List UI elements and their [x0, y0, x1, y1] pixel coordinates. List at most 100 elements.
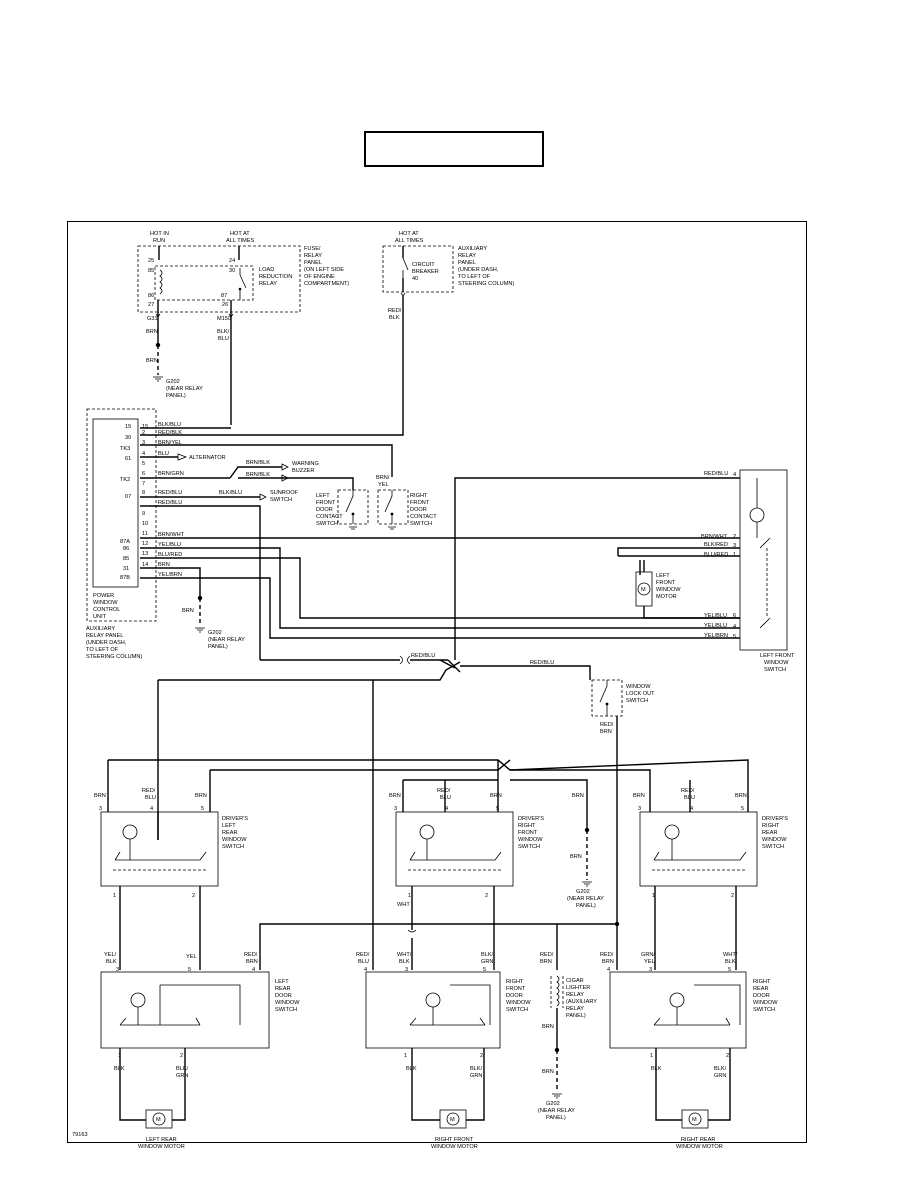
left-front-door-contact-switch: LEFT FRONT DOOR CONTACT SWITCH [316, 489, 369, 530]
svg-text:RED/: RED/ [142, 788, 156, 794]
svg-text:BLK: BLK [106, 959, 117, 965]
svg-text:3: 3 [405, 967, 408, 973]
svg-text:M: M [450, 1117, 455, 1123]
svg-text:WINDOW: WINDOW [222, 837, 247, 843]
svg-text:(NEAR RELAY: (NEAR RELAY [538, 1108, 575, 1114]
svg-text:5: 5 [201, 806, 204, 812]
svg-text:SWITCH: SWITCH [506, 1007, 528, 1013]
svg-text:RIGHT: RIGHT [518, 823, 536, 829]
svg-text:RELAY: RELAY [259, 281, 277, 287]
svg-text:BUZZER: BUZZER [292, 468, 314, 474]
svg-text:BLU: BLU [158, 451, 169, 457]
svg-text:2: 2 [485, 893, 488, 899]
svg-text:4: 4 [733, 472, 736, 478]
svg-text:FRONT: FRONT [656, 580, 676, 586]
svg-text:3: 3 [99, 806, 102, 812]
svg-text:RIGHT: RIGHT [762, 823, 780, 829]
svg-text:2: 2 [192, 893, 195, 899]
svg-text:CIGAR: CIGAR [566, 978, 584, 984]
svg-text:(AUXILIARY: (AUXILIARY [566, 999, 597, 1005]
fuse-relay-panel: HOT IN RUN HOT AT ALL TIMES FUSE/ RELAY … [137, 231, 349, 425]
svg-text:GRN: GRN [470, 1073, 482, 1079]
svg-text:WINDOW: WINDOW [762, 837, 787, 843]
drivers-left-rear-switch: BRN RED/ BLU BRN 3 4 5 1 2 DRIVER'S LEFT… [94, 788, 248, 970]
svg-text:HOT AT: HOT AT [230, 231, 250, 237]
svg-text:4: 4 [733, 624, 736, 630]
svg-text:11: 11 [142, 531, 148, 537]
svg-text:BRN: BRN [735, 793, 747, 799]
svg-text:ALTERNATOR: ALTERNATOR [189, 455, 226, 461]
svg-text:86: 86 [123, 546, 129, 552]
svg-text:WINDOW: WINDOW [93, 600, 118, 606]
svg-text:BLK: BLK [114, 1066, 125, 1072]
svg-text:GRN: GRN [481, 959, 493, 965]
svg-text:FRONT: FRONT [506, 986, 526, 992]
svg-text:LEFT: LEFT [222, 823, 236, 829]
svg-text:RUN: RUN [153, 238, 165, 244]
svg-text:UNIT: UNIT [93, 614, 107, 620]
svg-text:5: 5 [188, 967, 191, 973]
svg-text:WINDOW: WINDOW [506, 1000, 531, 1006]
svg-text:CONTACT: CONTACT [316, 514, 343, 520]
left-rear-door-window-switch: YEL/ BLK YEL RED/ BRN 3 5 4 1 2 LEFT REA… [100, 952, 300, 1150]
red-blu-bus: RED/BLU RED/BLU [157, 653, 591, 970]
svg-text:5: 5 [728, 967, 731, 973]
svg-text:87B: 87B [120, 575, 130, 581]
svg-text:RED/BLU: RED/BLU [158, 490, 182, 496]
svg-text:13: 13 [142, 551, 148, 557]
svg-text:RED/BLK: RED/BLK [158, 430, 182, 436]
svg-text:FRONT: FRONT [518, 830, 538, 836]
svg-text:RED/: RED/ [437, 788, 451, 794]
svg-text:27: 27 [148, 302, 154, 308]
svg-text:RED/: RED/ [388, 308, 402, 314]
svg-text:COMPARTMENT): COMPARTMENT) [304, 281, 349, 287]
svg-text:24: 24 [229, 258, 235, 264]
svg-text:BRN/YEL: BRN/YEL [158, 440, 182, 446]
svg-text:STEERING COLUMN): STEERING COLUMN) [86, 654, 142, 660]
alternator-buzzer-sunroof: ALTERNATOR BRN/BLK BRN/BLK WARNING BUZZE… [177, 453, 354, 503]
svg-text:MOTOR: MOTOR [656, 594, 677, 600]
svg-text:LIGHTER: LIGHTER [566, 985, 590, 991]
svg-text:YEL/: YEL/ [104, 952, 117, 958]
svg-text:TO LEFT OF: TO LEFT OF [86, 647, 119, 653]
figure-id: 79163 [72, 1132, 88, 1138]
svg-text:RIGHT REAR: RIGHT REAR [681, 1137, 715, 1143]
svg-text:5: 5 [142, 461, 145, 467]
svg-text:15: 15 [125, 424, 131, 430]
svg-text:RED/: RED/ [681, 788, 695, 794]
svg-text:BRN: BRN [182, 608, 194, 614]
svg-text:(NEAR RELAY: (NEAR RELAY [567, 896, 604, 902]
svg-text:M: M [156, 1117, 161, 1123]
svg-text:G202: G202 [166, 379, 180, 385]
ground-g202-mid: BRN G202 (NEAR RELAY PANEL) [182, 595, 245, 650]
svg-text:WINDOW MOTOR: WINDOW MOTOR [676, 1144, 723, 1150]
svg-text:BRN: BRN [540, 959, 552, 965]
upper-bus [107, 759, 749, 840]
svg-text:WHT: WHT [397, 902, 410, 908]
svg-text:(UNDER DASH,: (UNDER DASH, [86, 640, 127, 646]
svg-text:2: 2 [733, 534, 736, 540]
svg-text:4: 4 [364, 967, 367, 973]
svg-text:3: 3 [638, 806, 641, 812]
svg-text:6: 6 [733, 613, 736, 619]
svg-text:BLK: BLK [406, 1066, 417, 1072]
svg-text:(NEAR RELAY: (NEAR RELAY [166, 386, 203, 392]
svg-text:RIGHT: RIGHT [506, 979, 524, 985]
svg-text:G202: G202 [208, 630, 222, 636]
svg-text:RIGHT: RIGHT [753, 979, 771, 985]
svg-text:9: 9 [142, 511, 145, 517]
svg-text:POWER: POWER [93, 593, 114, 599]
svg-text:PANEL): PANEL) [166, 393, 186, 399]
svg-text:BRN/WHT: BRN/WHT [158, 532, 185, 538]
svg-text:DOOR: DOOR [316, 507, 333, 513]
svg-text:2: 2 [180, 1053, 183, 1059]
svg-text:WINDOW: WINDOW [656, 587, 681, 593]
svg-text:WINDOW: WINDOW [518, 837, 543, 843]
svg-text:BLK/: BLK/ [481, 952, 494, 958]
left-front-window-switch: RED/BLU BRN/WHT BLK/RED BLU/RED YEL/BLU … [454, 469, 795, 673]
svg-text:31: 31 [123, 566, 129, 572]
svg-text:BRN: BRN [600, 729, 612, 735]
svg-text:STEERING COLUMN): STEERING COLUMN) [458, 281, 514, 287]
diagram-title-box [364, 131, 544, 167]
